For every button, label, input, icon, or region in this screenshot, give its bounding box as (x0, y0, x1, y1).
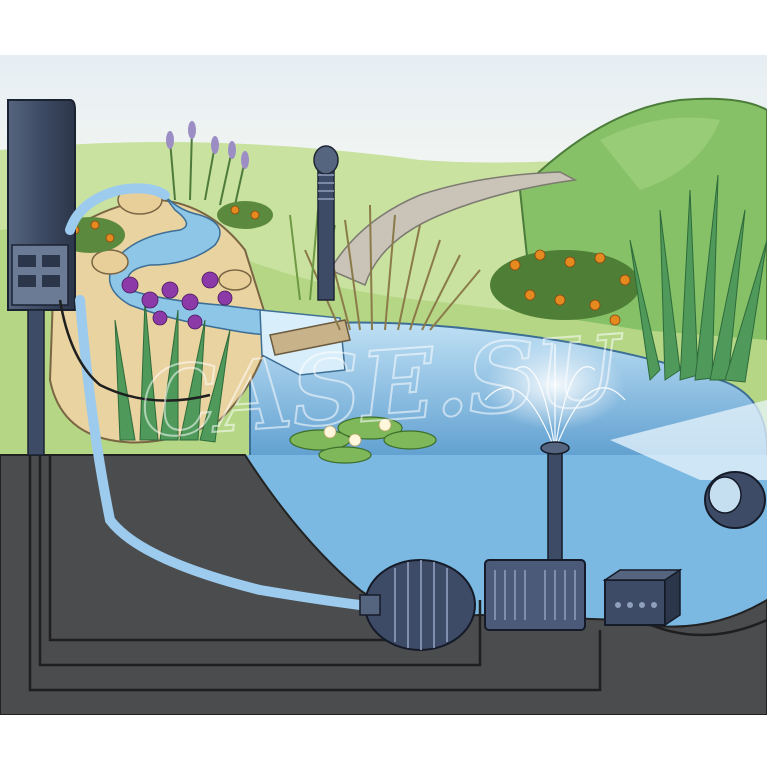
fountain-icon (484, 340, 626, 451)
water-hose (75, 295, 365, 610)
lavender-plant (169, 129, 246, 206)
water-hose (65, 183, 170, 235)
white-frame-bottom (0, 715, 767, 767)
spotlight-icon (704, 471, 766, 529)
lavender-flowers (166, 121, 249, 169)
iris-flowers (121, 271, 233, 330)
iris-leaves-right (629, 174, 767, 383)
white-frame-top (0, 0, 767, 55)
stone-path (328, 171, 578, 287)
boulder (91, 249, 129, 275)
waterfall-stone (269, 319, 351, 356)
control-box-icon (7, 99, 76, 456)
orange-flowers (70, 205, 631, 326)
iris-leaves-left (114, 299, 231, 443)
spotlight-beam (610, 400, 767, 480)
transformer-icon (602, 568, 683, 627)
fountain-pump-icon (484, 441, 586, 631)
water-lily-flowers (323, 418, 392, 447)
boulder (218, 269, 252, 291)
power-cables (28, 299, 767, 692)
bollard-lamp-icon (313, 145, 339, 301)
pump-icon (359, 559, 476, 651)
hill-right-shade (600, 117, 720, 190)
